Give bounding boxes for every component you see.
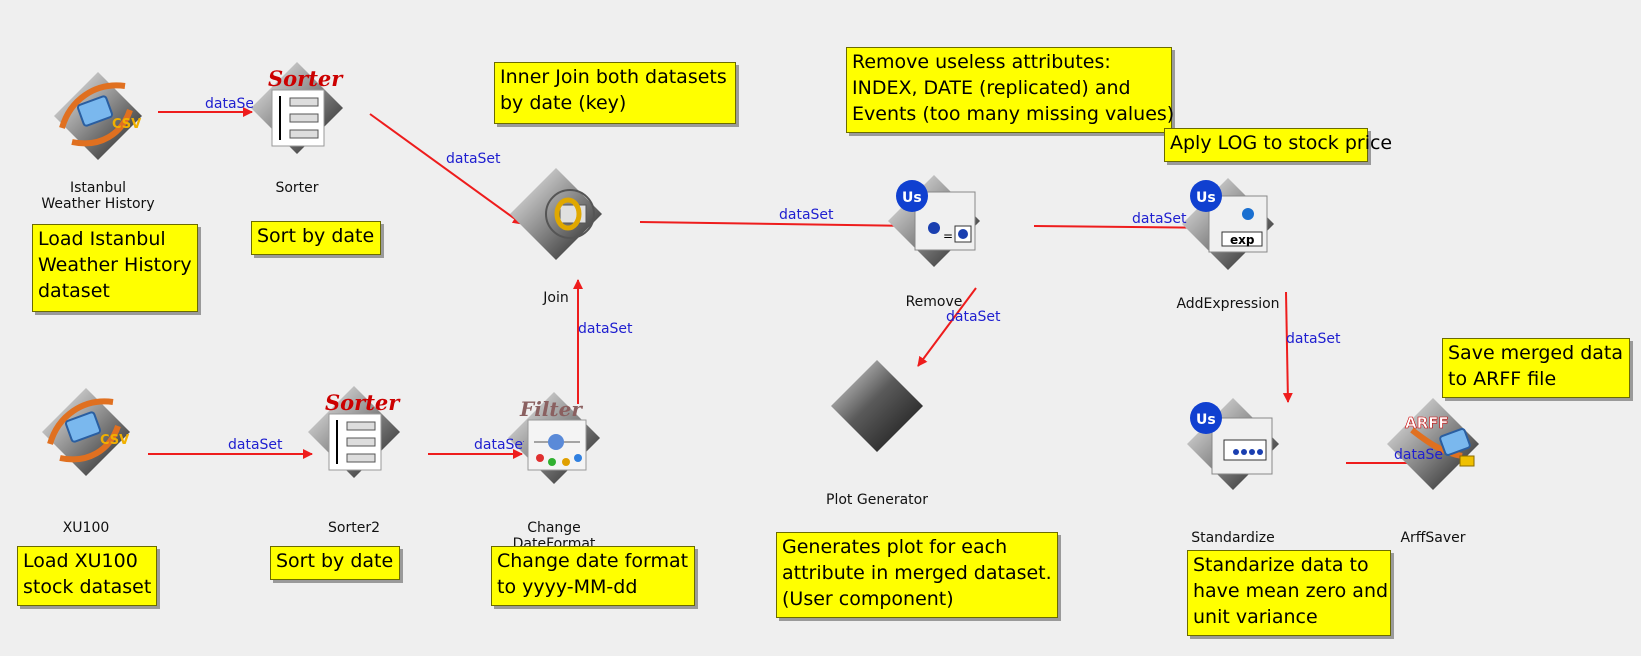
- note-save-merged[interactable]: Save merged data to ARFF file: [1442, 338, 1630, 398]
- node-label-plot: Plot Generator: [826, 492, 928, 508]
- node-label-sorter: Sorter: [275, 180, 319, 196]
- node-label-xu100: XU100: [62, 520, 110, 536]
- note-remove-useless[interactable]: Remove useless attributes: INDEX, DATE (…: [846, 47, 1174, 133]
- edge-label: dataSet: [779, 207, 834, 223]
- exp-badge-text: exp: [1230, 233, 1255, 247]
- note-standarize[interactable]: Standarize data to have mean zero and un…: [1187, 550, 1391, 636]
- us-badge-text: Us: [1196, 412, 1216, 428]
- node-label-remove: Remove: [905, 294, 963, 310]
- us-badge-text: Us: [902, 190, 922, 206]
- note-sort-by-date-2[interactable]: Sort by date: [270, 546, 400, 580]
- node-label-istanbul: Istanbul Weather History: [41, 180, 155, 212]
- add-expression-icon[interactable]: exp Us: [1182, 178, 1274, 270]
- svg-text:=: =: [943, 229, 953, 243]
- note-sort-by-date-1[interactable]: Sort by date: [251, 221, 381, 255]
- sorter-badge-text: Sorter: [268, 66, 344, 91]
- node-label-sorter2: Sorter2: [328, 520, 380, 536]
- edge-label: dataSet: [474, 437, 524, 453]
- arff-saver-icon[interactable]: ARFF: [1387, 398, 1479, 490]
- csv-loader-icon[interactable]: CSV: [54, 72, 142, 160]
- plot-generator-icon[interactable]: [831, 360, 923, 452]
- node-label-standardize: Standardize: [1191, 530, 1275, 546]
- edge-label: dataSet: [205, 96, 253, 112]
- csv-loader-icon[interactable]: CSV: [42, 388, 130, 476]
- join-icon[interactable]: [510, 168, 602, 260]
- csv-badge-text: CSV: [112, 117, 141, 132]
- csv-badge-text: CSV: [100, 433, 129, 448]
- sorter-icon[interactable]: Sorter: [308, 386, 401, 478]
- sorter-icon[interactable]: Sorter: [251, 62, 344, 154]
- note-load-xu100[interactable]: Load XU100 stock dataset: [17, 546, 157, 606]
- dataset-connection-arrow[interactable]: [1282, 291, 1293, 403]
- remove-icon[interactable]: = Us: [888, 175, 980, 267]
- node-label-join: Join: [543, 290, 569, 306]
- note-change-date[interactable]: Change date format to yyyy-MM-dd: [491, 546, 695, 606]
- note-inner-join[interactable]: Inner Join both datasets by date (key): [494, 62, 736, 124]
- edge-label: dataSet: [228, 437, 283, 453]
- edge-label: dataSet: [446, 151, 501, 167]
- filter-icon[interactable]: Filter: [508, 392, 600, 484]
- note-generates-plot[interactable]: Generates plot for each attribute in mer…: [776, 532, 1058, 618]
- note-aply-log[interactable]: Aply LOG to stock price: [1164, 128, 1392, 162]
- filter-badge-text: Filter: [519, 397, 583, 421]
- dataset-connection-arrow[interactable]: [639, 220, 917, 231]
- us-badge-text: Us: [1196, 190, 1216, 206]
- dataset-connection-arrow[interactable]: [917, 287, 977, 367]
- edge-label: dataSet: [1394, 447, 1443, 463]
- note-load-istanbul[interactable]: Load Istanbul Weather History dataset: [32, 224, 198, 312]
- node-layer: CSV Sorter = Us: [42, 62, 1479, 490]
- sorter-badge-text: Sorter: [325, 390, 401, 415]
- node-label-addexpression: AddExpression: [1176, 296, 1280, 312]
- edge-label: dataSet: [578, 321, 633, 337]
- arff-badge-text: ARFF: [1405, 414, 1449, 432]
- edge-label: dataSet: [946, 309, 1001, 325]
- node-label-arffsaver: ArffSaver: [1400, 530, 1466, 546]
- edge-label: dataSet: [1132, 211, 1187, 227]
- standardize-icon[interactable]: Us: [1187, 398, 1279, 490]
- edge-label: dataSet: [1286, 331, 1341, 347]
- dataset-connection-arrow[interactable]: [369, 113, 523, 225]
